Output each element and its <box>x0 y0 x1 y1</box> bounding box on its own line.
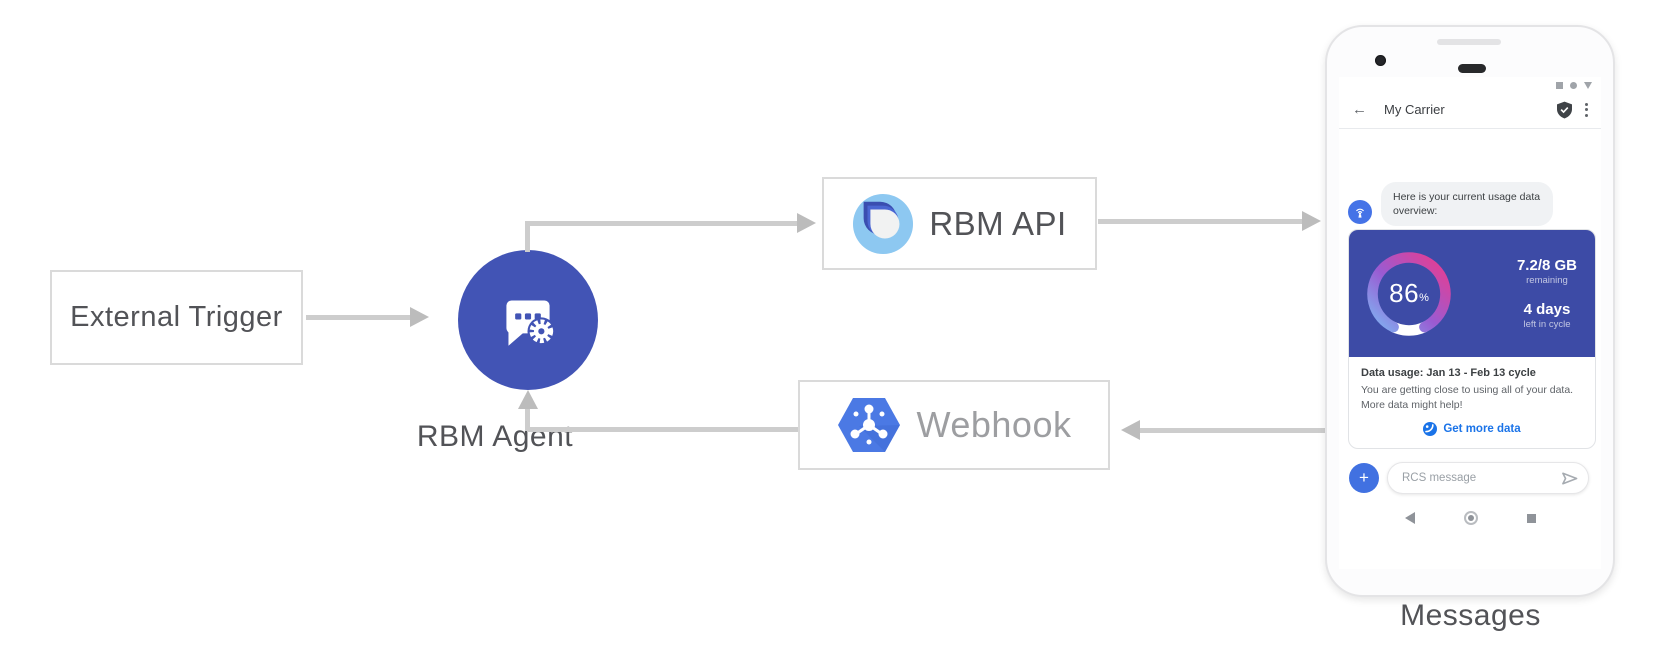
verified-shield-icon <box>1557 101 1572 118</box>
days-left-label: left in cycle <box>1523 319 1571 330</box>
webhook-node: Webhook <box>798 380 1110 470</box>
nav-home-icon[interactable] <box>1463 511 1478 525</box>
nav-recents-icon[interactable] <box>1526 513 1536 523</box>
data-remaining-label: remaining <box>1526 275 1568 286</box>
conversation-title: My Carrier <box>1384 102 1445 117</box>
arrowhead-up-icon <box>518 390 538 409</box>
phone-speaker <box>1437 39 1501 45</box>
external-trigger-node: External Trigger <box>50 270 303 365</box>
phone-camera <box>1375 55 1386 66</box>
chat-agent-icon <box>506 300 556 346</box>
send-icon[interactable] <box>1561 471 1578 486</box>
phone-mockup: ← My Carrier <box>1325 25 1615 597</box>
get-more-data-button[interactable]: Get more data <box>1361 422 1583 437</box>
data-remaining-value: 7.2/8 GB <box>1516 257 1577 274</box>
webhook-label: Webhook <box>916 404 1072 445</box>
messages-caption: Messages <box>1400 599 1541 632</box>
message-input-pill <box>1387 462 1589 494</box>
arrow-phone-to-webhook <box>1140 428 1332 433</box>
usage-card-title: Data usage: Jan 13 - Feb 13 cycle <box>1361 367 1536 379</box>
compose-bar: + <box>1349 462 1589 494</box>
usage-card-body: Data usage: Jan 13 - Feb 13 cycle You ar… <box>1349 357 1595 448</box>
agent-message-bubble: Here is your current usage data overview… <box>1381 182 1553 227</box>
gauge-percent: 86 % <box>1389 278 1429 308</box>
pubsub-hexagon-icon <box>837 398 900 452</box>
back-arrow-icon[interactable]: ← <box>1352 101 1367 118</box>
phone-screen: ← My Carrier <box>1339 77 1601 569</box>
status-square-icon <box>1556 82 1563 89</box>
arrowhead-right-icon <box>797 213 816 233</box>
external-trigger-label: External Trigger <box>70 301 283 333</box>
nav-back-icon[interactable] <box>1404 512 1415 524</box>
status-triangle-icon <box>1584 82 1592 89</box>
add-attachment-button[interactable]: + <box>1349 463 1379 493</box>
rcs-message-input[interactable] <box>1402 472 1561 484</box>
usage-card-text: You are getting close to using all of yo… <box>1361 384 1574 411</box>
arrowhead-left-icon <box>1121 420 1140 440</box>
arrow-webhook-to-agent-vertical <box>525 409 530 431</box>
usage-gauge: 86 % <box>1361 246 1457 342</box>
rbm-api-label: RBM API <box>929 204 1067 242</box>
globe-data-icon <box>1423 422 1438 437</box>
overflow-menu-icon[interactable] <box>1585 102 1588 117</box>
days-left-value: 4 days <box>1523 301 1571 318</box>
rbm-agent-node <box>458 250 598 390</box>
rbm-api-node: RBM API <box>822 177 1097 270</box>
usage-hero: 86 % 7.2/8 GB remaining 4 days left in c… <box>1349 230 1595 357</box>
arrowhead-right-icon <box>410 307 429 327</box>
status-bar <box>1556 82 1592 89</box>
arrow-api-to-phone <box>1098 219 1302 224</box>
rcs-logo-icon <box>853 193 914 254</box>
data-usage-card: 86 % 7.2/8 GB remaining 4 days left in c… <box>1348 229 1596 450</box>
arrow-trigger-to-agent <box>306 315 410 320</box>
gauge-arc-icon <box>1367 251 1451 336</box>
arrow-agent-to-api-vertical <box>525 223 530 252</box>
conversation-header: ← My Carrier <box>1339 91 1601 129</box>
status-dot-icon <box>1570 82 1577 89</box>
phone-earpiece <box>1458 64 1486 73</box>
usage-stats: 7.2/8 GB remaining 4 days left in cycle <box>1517 257 1585 330</box>
rbm-agent-label: RBM Agent <box>416 420 574 453</box>
broadcast-antenna-icon <box>1356 208 1364 218</box>
arrowhead-right-icon <box>1302 211 1321 231</box>
get-more-data-label: Get more data <box>1443 423 1521 436</box>
agent-avatar <box>1348 200 1372 224</box>
arrow-agent-to-api-horizontal <box>525 221 797 226</box>
android-navbar <box>1339 511 1601 525</box>
arrow-webhook-to-agent-horizontal <box>527 427 798 432</box>
